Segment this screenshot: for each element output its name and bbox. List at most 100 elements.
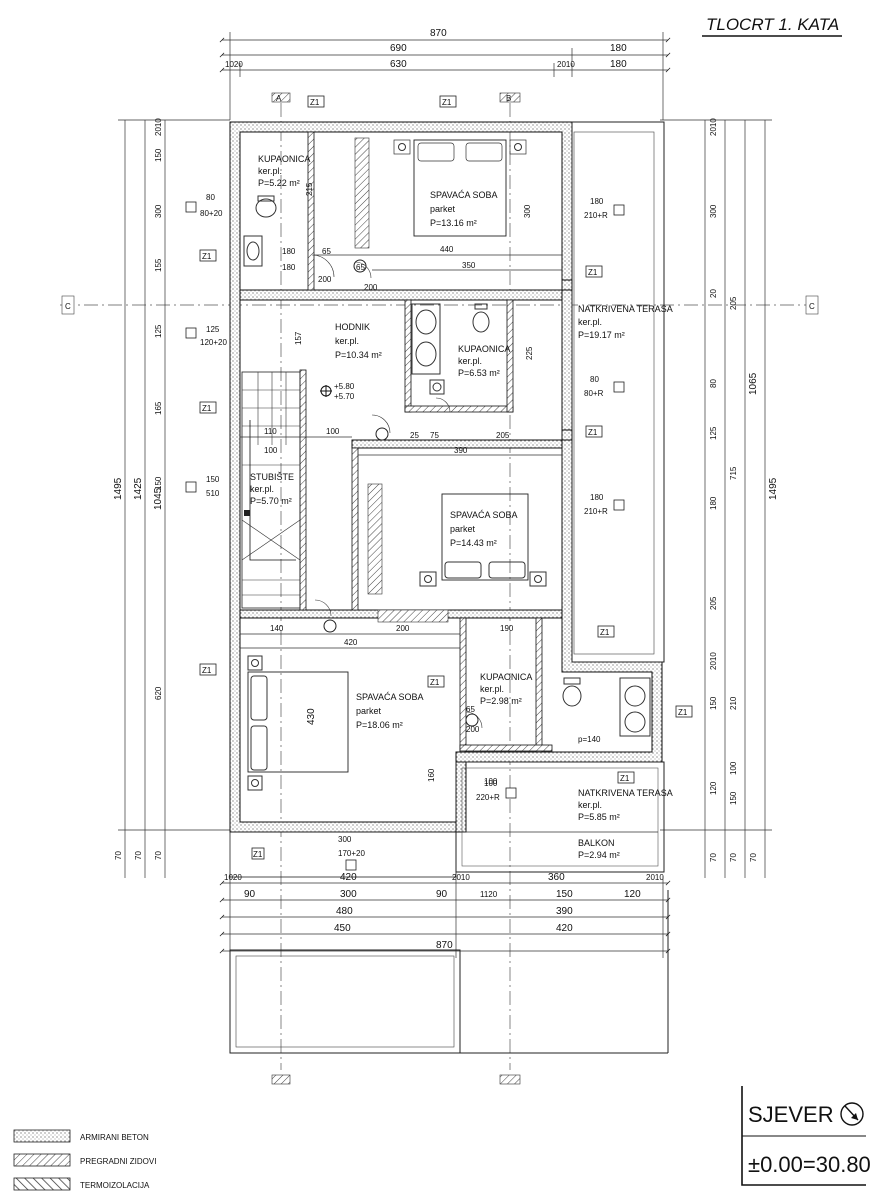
plan-label: 390 xyxy=(556,906,573,917)
room-bedroom-top: SPAVAĆA SOBA parket P=13.16 m² xyxy=(430,190,498,228)
plan-label: 210+R xyxy=(584,507,608,516)
legend-item-insulation: TERMOIZOLACIJA xyxy=(13,1177,150,1191)
plan-label: 450 xyxy=(334,923,351,934)
plan-label: 180 xyxy=(590,493,604,502)
plan-label: 70 xyxy=(154,851,163,860)
plan-label: KUPAONICA xyxy=(480,672,532,682)
plan-label: 300 xyxy=(709,204,718,218)
plan-label: ker.pl. xyxy=(335,336,359,346)
plan-label: Z1 xyxy=(202,252,212,261)
plan-label: +5.80 xyxy=(334,382,355,391)
lower-outdoor-area xyxy=(229,890,669,1054)
plan-label: 125 xyxy=(206,325,220,334)
plan-label: Z1 xyxy=(310,98,320,107)
plan-label: 150 xyxy=(154,148,163,162)
plan-label: Z1 xyxy=(442,98,452,107)
furniture xyxy=(243,137,651,791)
title-text: TLOCRT 1. KATA xyxy=(706,15,839,34)
plan-label: 300 xyxy=(340,889,357,900)
plan-label: Z1 xyxy=(600,628,610,637)
plan-label: 480 xyxy=(336,906,353,917)
plan-label: P=14.43 m² xyxy=(450,538,497,548)
plan-label: 140 xyxy=(270,624,284,633)
plan-label: 2010 xyxy=(709,118,718,136)
room-bathroom-bottom: KUPAONICA ker.pl. P=2.98 m² xyxy=(480,672,532,706)
plan-label: 150 xyxy=(556,889,573,900)
plan-label: 110 xyxy=(264,427,277,436)
plan-label: 715 xyxy=(729,466,738,480)
room-bathroom-top: KUPAONICA ker.pl. P=5.22 m² xyxy=(258,154,310,188)
plan-label: 1120 xyxy=(480,890,498,899)
plan-label: 200 xyxy=(466,725,480,734)
plan-label: A xyxy=(276,94,282,103)
plan-label: 620 xyxy=(154,686,163,700)
plan-label: Z1 xyxy=(678,708,688,717)
plan-label: 80 xyxy=(590,375,599,384)
plan-label: 180 xyxy=(282,263,296,272)
plan-label: Z1 xyxy=(620,774,630,783)
plan-label: 430 xyxy=(306,708,317,725)
plan-label: 420 xyxy=(340,872,357,883)
drawing-title: TLOCRT 1. KATA xyxy=(702,15,842,37)
plan-label: 80+20 xyxy=(200,209,223,218)
plan-label: 215 xyxy=(305,182,314,196)
plan-label: 2010 xyxy=(709,652,718,670)
plan-label: 440 xyxy=(440,245,454,254)
plan-label: 420 xyxy=(556,923,573,934)
plan-label: 2010 xyxy=(452,873,470,882)
plan-label: 70 xyxy=(114,851,123,860)
plan-label: KUPAONICA xyxy=(258,154,310,164)
dim-total-top: 870 xyxy=(430,28,447,39)
north-label: SJEVER xyxy=(748,1102,834,1127)
plan-label: HODNIK xyxy=(335,322,370,332)
plan-label: SPAVAĆA SOBA xyxy=(356,692,424,702)
plan-label: ker.pl. xyxy=(250,484,274,494)
plan-label: 90 xyxy=(436,889,448,900)
plan-label: 225 xyxy=(525,346,534,360)
plan-label: P=5.85 m² xyxy=(578,812,620,822)
plan-label: P=13.16 m² xyxy=(430,218,477,228)
dim-top-1020: 1020 xyxy=(225,60,243,69)
plan-label: P=19.17 m² xyxy=(578,330,625,340)
plan-label: ker.pl. xyxy=(258,166,282,176)
plan-label: 150 xyxy=(206,475,220,484)
plan-label: 1020 xyxy=(224,873,242,882)
north-arrow-icon xyxy=(840,1102,864,1126)
plan-label: 70 xyxy=(729,853,738,862)
plan-label: 70 xyxy=(709,853,718,862)
plan-label: P=2.98 m² xyxy=(480,696,522,706)
plan-label: 420 xyxy=(344,638,358,647)
plan-label: Z1 xyxy=(202,666,212,675)
dim-top-180a: 180 xyxy=(610,43,627,54)
plan-label: 100 xyxy=(484,779,498,788)
bottom-dimensions: 1020 420 2010 360 2010 90 300 90 1120 15… xyxy=(219,872,671,958)
plan-label: STUBIŠTE xyxy=(250,472,294,482)
plan-label: 150 xyxy=(729,791,738,805)
plan-label: ker.pl. xyxy=(578,317,602,327)
room-bathroom-middle: KUPAONICA ker.pl. P=6.53 m² xyxy=(458,344,510,378)
plan-label: 65 xyxy=(466,705,475,714)
plan-label: 80 xyxy=(709,379,718,388)
plan-label: 210+R xyxy=(584,211,608,220)
dim-top-690: 690 xyxy=(390,43,407,54)
legend-item-concrete: ARMIRANI BETON xyxy=(13,1129,149,1143)
plan-label: 120 xyxy=(624,889,641,900)
room-bedroom-bottom: SPAVAĆA SOBA parket P=18.06 m² xyxy=(356,692,424,730)
plan-label: 1045 xyxy=(153,487,164,510)
plan-label: NATKRIVENA TERASA xyxy=(578,304,673,314)
plan-label: SPAVAĆA SOBA xyxy=(450,510,518,520)
plan-label: P=5.22 m² xyxy=(258,178,300,188)
plan-label: P=10.34 m² xyxy=(335,350,382,360)
legend-item-partition: PREGRADNI ZIDOVI xyxy=(13,1153,156,1167)
dim-top-180b: 180 xyxy=(610,59,627,70)
plan-label: 350 xyxy=(462,261,476,270)
room-covered-terrace-right: NATKRIVENA TERASA ker.pl. P=19.17 m² xyxy=(578,304,673,340)
plan-label: 205 xyxy=(496,431,510,440)
plan-label: 180 xyxy=(590,197,604,206)
plan-label: 125 xyxy=(709,426,718,440)
plan-label: 1495 xyxy=(113,477,124,500)
plan-label: Z1 xyxy=(588,268,598,277)
plan-label: TERMOIZOLACIJA xyxy=(80,1181,150,1190)
plan-label: P=18.06 m² xyxy=(356,720,403,730)
north-box: SJEVER ±0.00=30.80 xyxy=(741,1086,871,1186)
